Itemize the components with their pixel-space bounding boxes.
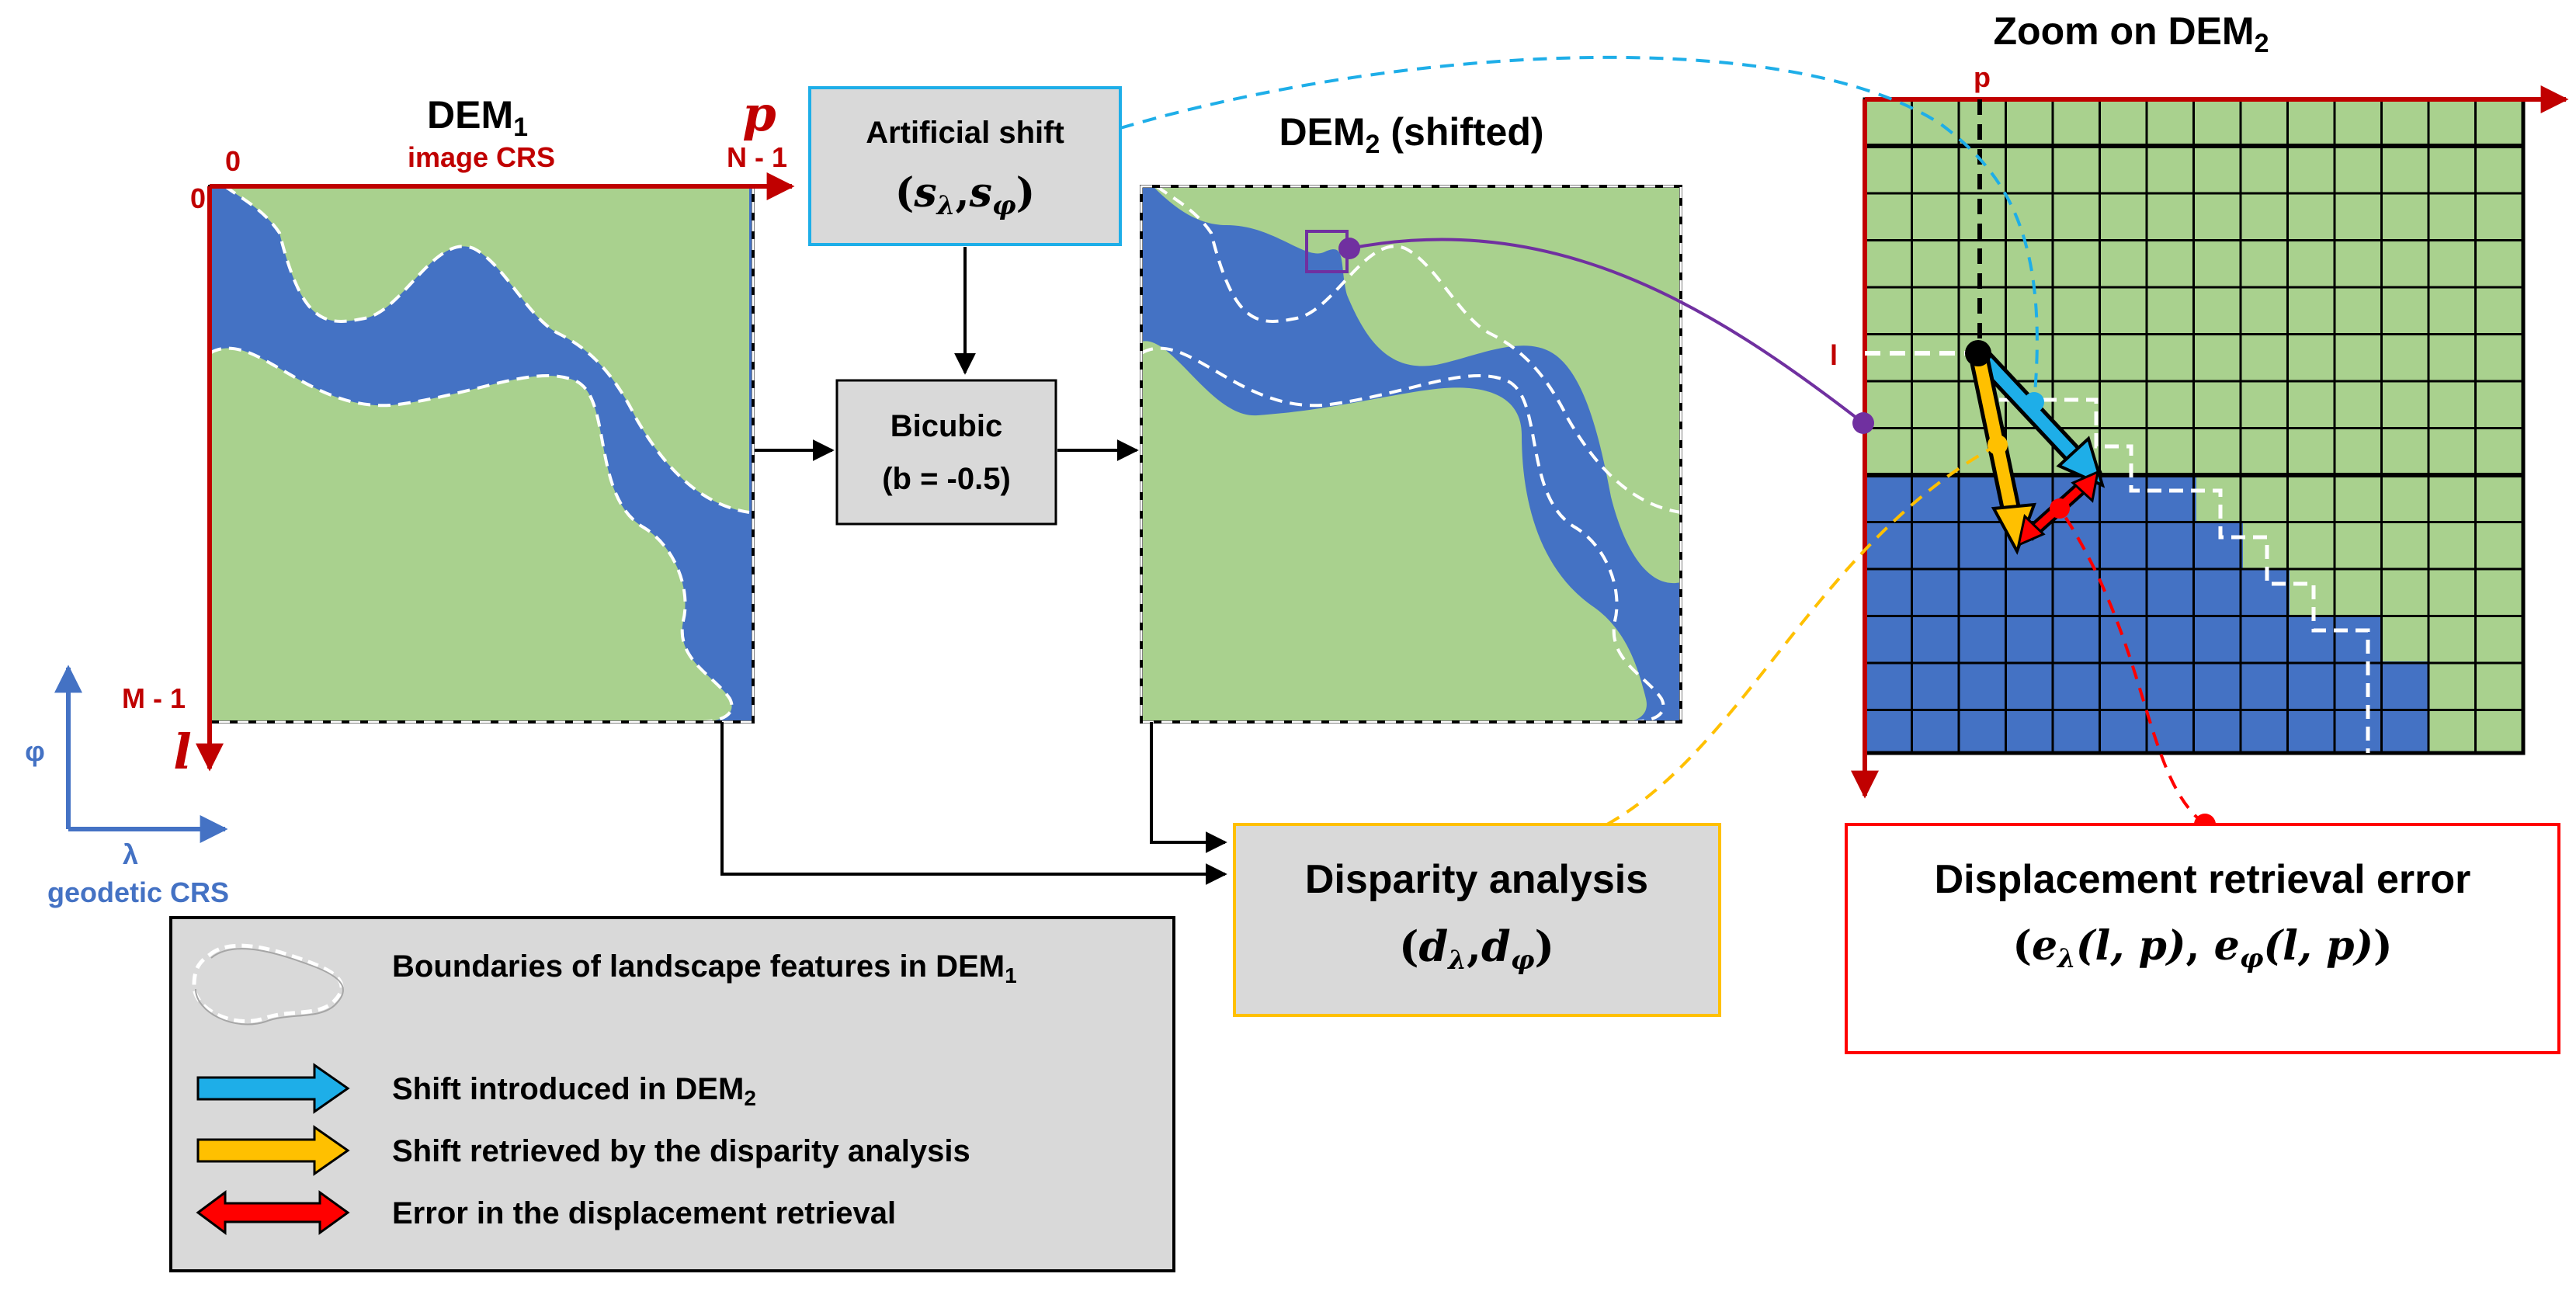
dem1-col-end: N - 1	[727, 141, 787, 173]
disparity-box: Disparity analysis (dλ,dφ)	[1233, 823, 1721, 1017]
zoom-title: Zoom on DEM2	[1994, 9, 2269, 58]
flow-dem1-to-disparity	[720, 722, 1227, 885]
bicubic-box: Bicubic (b = -0.5)	[835, 379, 1057, 526]
geodetic-lambda-label: λ	[123, 838, 138, 870]
zoom-row-label: l	[1830, 339, 1838, 371]
connector-disparity-to-zoom	[1606, 443, 1998, 826]
geodetic-crs-label: geodetic CRS	[47, 876, 229, 908]
geodetic-phi-label: φ	[25, 735, 45, 767]
zoom-panel: Zoom on DEM2 p l	[1830, 9, 2569, 799]
legend-boundary-icon-shadow	[195, 948, 344, 1026]
artificial-shift-label: Artificial shift	[866, 116, 1064, 150]
dem2-land-top	[1153, 186, 1681, 584]
disparity-math: (dλ,dφ)	[1399, 921, 1554, 976]
error-box-math: (eλ(l, p), eφ(l, p))	[2012, 922, 2392, 974]
dem1-col-start: 0	[225, 145, 241, 177]
bicubic-label: Bicubic	[890, 409, 1002, 443]
connector-dem2-to-zoom	[1349, 238, 1865, 425]
artificial-shift-box: Artificial shift (sλ,sφ)	[808, 86, 1122, 246]
legend-shift-retrieved-icon	[196, 1125, 350, 1176]
legend-boundaries-text: Boundaries of landscape features in DEM1	[392, 949, 1017, 987]
connector-error-to-zoom	[2058, 507, 2206, 826]
dem1-col-axis-symbol: p	[742, 85, 776, 142]
zoom-col-label: p	[1974, 61, 1991, 93]
geodetic-crs: φ λ geodetic CRS	[25, 665, 229, 908]
error-box: Displacement retrieval error (eλ(l, p), …	[1845, 823, 2560, 1054]
zoom-error-head-b	[2071, 470, 2100, 503]
legend-shift-retrieved-text: Shift retrieved by the disparity analysi…	[392, 1134, 970, 1168]
dem2-title: DEM2 (shifted)	[1279, 110, 1543, 159]
legend-shift-introduced-icon	[196, 1063, 350, 1114]
dem2-land-bottom	[1141, 341, 1647, 722]
dem1-row-start: 0	[190, 182, 206, 214]
dem2-original-boundary-top	[1155, 186, 1681, 514]
dem2-panel: DEM2 (shifted)	[1140, 110, 1682, 724]
legend-error-icon	[196, 1190, 350, 1235]
connector-zoom-dot	[1852, 412, 1874, 434]
legend-error-text: Error in the displacement retrieval	[392, 1196, 896, 1230]
connector-shift-to-zoom	[1120, 55, 2039, 403]
dem1-panel: DEM1 image CRS 0 0 N - 1 M - 1 p l	[122, 85, 795, 780]
dem1-land-top	[225, 186, 749, 512]
dem1-title: DEM1	[427, 93, 528, 142]
dem1-boundary-top	[224, 186, 750, 514]
bicubic-param: (b = -0.5)	[882, 462, 1011, 496]
legend: Boundaries of landscape features in DEM1…	[169, 916, 1175, 1272]
disparity-label: Disparity analysis	[1305, 857, 1648, 902]
dem2-dashed-frame	[1140, 185, 1682, 724]
legend-shift-introduced-text: Shift introduced in DEM2	[392, 1072, 756, 1110]
dem1-row-axis-symbol: l	[173, 724, 192, 780]
artificial-shift-math: (sλ,sφ)	[895, 169, 1036, 221]
flow-dem2-to-disparity	[1150, 722, 1227, 853]
dem1-crs-label: image CRS	[408, 141, 555, 173]
zoom-pixel-origin	[1965, 340, 1991, 366]
error-box-label: Displacement retrieval error	[1935, 857, 2471, 902]
dem1-row-end: M - 1	[122, 682, 186, 714]
connector-dem2-dot	[1338, 238, 1360, 259]
zoom-shift-retrieved-arrow-fill	[1972, 352, 2019, 518]
zoom-boundary-staircase	[1999, 397, 2370, 753]
legend-boundary-icon	[192, 943, 344, 1023]
zoom-error-head-a	[2016, 514, 2046, 547]
